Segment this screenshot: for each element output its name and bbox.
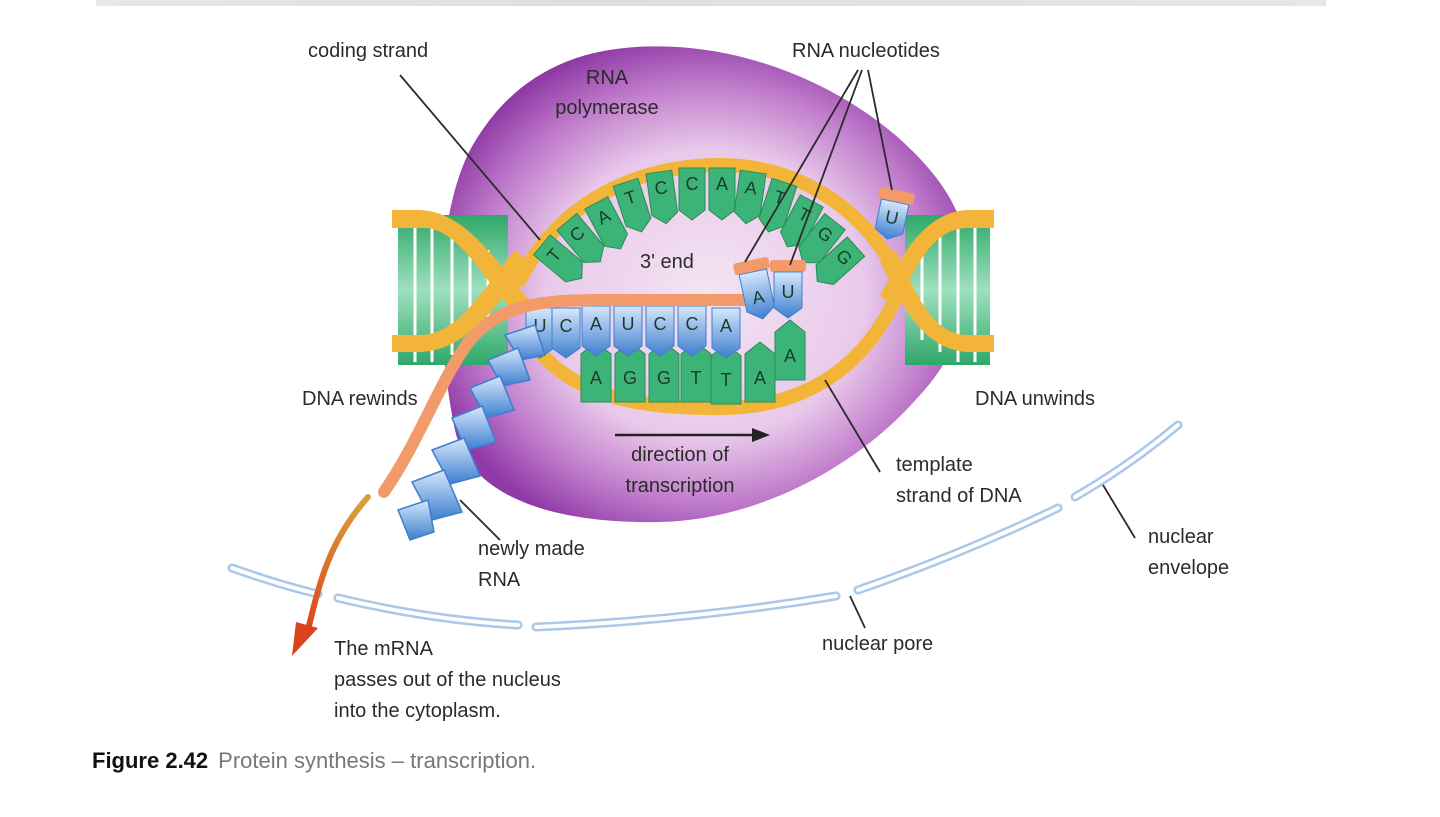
rna-base-letter: U	[622, 314, 635, 334]
coding-base: C	[678, 167, 706, 221]
figure-number: Figure 2.42	[92, 748, 209, 773]
template-base-letter: G	[657, 368, 671, 388]
coding-strand-backbone	[513, 157, 897, 287]
template-base: A	[744, 341, 776, 403]
label-nuclear-pore: nuclear pore	[822, 633, 933, 655]
label-rna-nucleotides: RNA nucleotides	[792, 40, 940, 62]
rna-base-letter: A	[590, 314, 602, 334]
newly-made-rna	[378, 294, 751, 541]
label-dna-unwinds: DNA unwinds	[975, 388, 1095, 410]
rna-base-letter: C	[686, 314, 699, 334]
label-direction-line1: direction of	[631, 444, 729, 466]
label-rna-polymerase-line2: polymerase	[555, 97, 658, 119]
rna-base-letter: C	[560, 316, 573, 336]
rna-base: U	[613, 305, 643, 357]
template-strand-backbone	[523, 293, 902, 416]
template-base-letter: A	[754, 368, 766, 388]
rna-base: C	[677, 305, 707, 357]
label-direction-line2: transcription	[626, 475, 735, 497]
template-base-letter: A	[590, 368, 602, 388]
free-nucleotide-base: U	[883, 206, 900, 228]
coding-base-letter: C	[653, 177, 669, 199]
label-template-line1: template	[896, 454, 973, 476]
template-base-letter: A	[784, 346, 796, 366]
coding-base: A	[584, 196, 628, 250]
figure-title: Protein synthesis – transcription.	[218, 748, 537, 773]
free-nucleotide-base: A	[750, 286, 766, 308]
label-three-prime-end: 3' end	[640, 251, 694, 273]
cropped-top-text	[96, 0, 1326, 6]
rna-base: A	[581, 305, 611, 357]
label-rna-polymerase-line1: RNA	[586, 67, 629, 89]
mrna-exit-arrow	[292, 494, 371, 656]
rna-base: C	[551, 307, 581, 359]
rna-base: A	[711, 307, 741, 359]
label-coding-strand: coding strand	[308, 40, 428, 62]
label-mrna-line3: into the cytoplasm.	[334, 700, 501, 722]
label-nuclear-envelope-line2: envelope	[1148, 557, 1229, 579]
figure-caption: Figure 2.42 Protein synthesis – transcrip…	[92, 748, 536, 774]
label-newly-made-line1: newly made	[478, 538, 585, 560]
label-nuclear-envelope-line1: nuclear	[1148, 526, 1214, 548]
template-base: G	[648, 341, 680, 403]
template-base-letter: G	[623, 368, 637, 388]
rna-base: C	[645, 305, 675, 357]
label-mrna-line1: The mRNA	[334, 638, 434, 660]
direction-arrow	[615, 428, 770, 442]
label-template-line2: strand of DNA	[896, 485, 1022, 507]
coding-base-letter: C	[686, 174, 699, 194]
coding-base: A	[708, 167, 736, 221]
coding-base-letter: A	[744, 177, 759, 198]
template-base: A	[774, 319, 806, 381]
rna-base-letter: A	[720, 316, 732, 336]
template-base: G	[614, 341, 646, 403]
coding-base: A	[733, 169, 767, 225]
coding-base: T	[780, 194, 824, 248]
template-base-letter: T	[721, 370, 732, 390]
coding-base: G	[798, 212, 846, 264]
coding-base: G	[815, 236, 866, 285]
coding-base: C	[645, 169, 679, 225]
template-base-letter: T	[691, 368, 702, 388]
label-newly-made-line2: RNA	[478, 569, 521, 591]
coding-base-letter: A	[716, 174, 728, 194]
rna-base-letter: C	[654, 314, 667, 334]
label-dna-rewinds: DNA rewinds	[302, 388, 418, 410]
coding-base: C	[556, 212, 605, 263]
leader-lines	[399, 69, 1136, 629]
coding-base: T	[532, 234, 583, 283]
coding-base: T	[612, 177, 652, 233]
free-nucleotide-base: U	[782, 282, 795, 302]
dna-rewound-helix	[392, 210, 530, 365]
free-rna-nucleotides: A U U	[733, 186, 915, 320]
label-mrna-line2: passes out of the nucleus	[334, 669, 561, 691]
